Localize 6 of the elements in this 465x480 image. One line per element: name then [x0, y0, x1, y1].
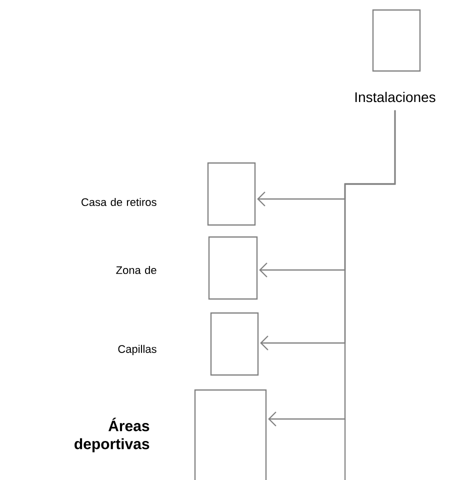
box-label: Capillas [118, 344, 156, 356]
box-label: Casa de retiros [82, 198, 156, 206]
box-label: Áreas deportivas [74, 418, 150, 452]
box-label: Zona de [116, 266, 156, 274]
arrow [268, 110, 396, 426]
node-label: Instalaciones [355, 92, 436, 102]
